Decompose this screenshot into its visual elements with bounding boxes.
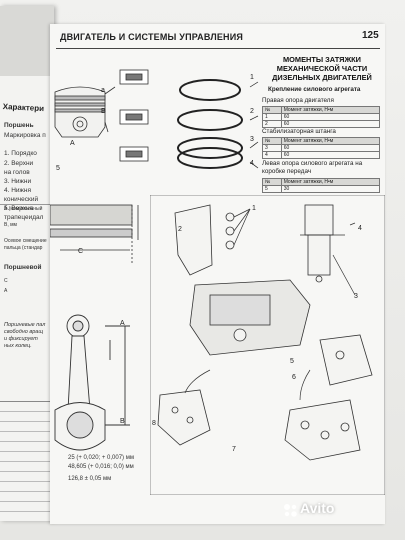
- left-grid: [0, 401, 54, 512]
- avito-logo-icon: [284, 504, 297, 517]
- section-title: Левая опора силового агрегата на коробке…: [262, 160, 363, 175]
- cell: 4: [262, 151, 282, 159]
- left-page: Характери Поршень Маркировка п 1. Порядк…: [0, 6, 54, 521]
- torque-subtitle: Крепление силового агрегата: [268, 86, 361, 93]
- left-line: пальца (стандар: [4, 245, 43, 251]
- label-3: 3: [250, 136, 254, 143]
- cell: 3: [262, 144, 282, 152]
- piston-pin-diagram: [50, 204, 139, 265]
- col-torque: Момент затяжки, Н•м: [280, 137, 381, 145]
- cell: 60: [280, 113, 381, 121]
- left-line: В, мм: [4, 222, 17, 228]
- cell: 5: [262, 185, 282, 193]
- left-line: 2. Верхни: [4, 160, 34, 167]
- left-line: свободно вращ: [4, 329, 44, 335]
- label-4: 4: [250, 160, 254, 167]
- mount-label-2: 2: [178, 226, 182, 233]
- cell: 30: [280, 185, 381, 193]
- cell: 60: [280, 151, 381, 159]
- left-line: А: [4, 288, 8, 294]
- cell: 60: [280, 144, 381, 152]
- cell: 60: [280, 120, 381, 128]
- rod-label-A: A: [120, 320, 125, 327]
- connecting-rod-diagram: [54, 314, 130, 451]
- label-C: С: [78, 248, 84, 255]
- label-5: 5: [56, 165, 60, 172]
- label-2: 2: [250, 108, 254, 115]
- left-line: А (номинальный: [4, 206, 43, 212]
- section-title: Правая опора двигателя: [262, 97, 334, 104]
- torque-box-title: МОМЕНТЫ ЗАТЯЖКИ МЕХАНИЧЕСКОЙ ЧАСТИ ДИЗЕЛ…: [272, 55, 372, 82]
- mount-label-7: 7: [232, 446, 236, 453]
- rod-label-B: B: [120, 418, 125, 425]
- mount-label-5: 5: [290, 358, 294, 365]
- watermark: Avito: [300, 500, 335, 516]
- cell: 1: [262, 113, 282, 121]
- left-line: и фиксирует: [4, 336, 38, 342]
- spec-line: 48,605 (+ 0,016; 0,0) мм: [68, 464, 134, 470]
- left-line: Осевое смещение: [4, 238, 47, 244]
- left-line: конический: [4, 196, 39, 203]
- header-rule: [56, 48, 380, 49]
- left-line: на голов: [4, 169, 30, 176]
- left-line: трапецеидал: [4, 214, 44, 221]
- divider: [0, 204, 54, 205]
- mount-label-1: 1: [252, 205, 256, 212]
- left-line: ных колец.: [4, 343, 32, 349]
- left-line: Поршень: [4, 122, 34, 129]
- left-line: Поршневые пал: [4, 322, 46, 328]
- left-line: 4. Нижня: [4, 187, 32, 194]
- left-line: Маркировка п: [4, 132, 46, 139]
- page-number: 125: [362, 30, 379, 41]
- spec-line: 25 (+ 0,020; + 0,007) мм: [68, 455, 134, 461]
- cell: 2: [262, 120, 282, 128]
- mount-label-3: 3: [354, 293, 358, 300]
- col-torque: Момент затяжки, Н•м: [280, 178, 381, 186]
- col-num: №: [262, 106, 282, 114]
- left-heading: Характери: [2, 102, 45, 114]
- col-torque: Момент затяжки, Н•м: [280, 106, 381, 114]
- left-line: С: [4, 278, 8, 284]
- mount-label-8: 8: [152, 420, 156, 427]
- left-header-strip: [0, 6, 54, 76]
- mount-label-4: 4: [358, 225, 362, 232]
- label-b: B: [101, 108, 106, 115]
- label-1: 1: [250, 74, 254, 81]
- engine-mount-diagram: [150, 195, 385, 495]
- mount-label-6: 6: [292, 374, 296, 381]
- spec-line: 126,8 ± 0,05 мм: [68, 476, 112, 482]
- left-line: 5. Верхня: [4, 205, 34, 212]
- left-line: 3. Нижни: [4, 178, 32, 185]
- running-header: ДВИГАТЕЛЬ И СИСТЕМЫ УПРАВЛЕНИЯ: [60, 32, 244, 42]
- label-a: a: [101, 87, 105, 94]
- piston-rings-diagram: [54, 69, 259, 169]
- left-line: Поршневой: [4, 264, 42, 271]
- col-num: №: [262, 137, 282, 145]
- section-title: Стабилизаторная штанга: [262, 128, 336, 135]
- label-A: A: [70, 140, 75, 147]
- col-num: №: [262, 178, 282, 186]
- left-line: 1. Порядко: [4, 150, 37, 157]
